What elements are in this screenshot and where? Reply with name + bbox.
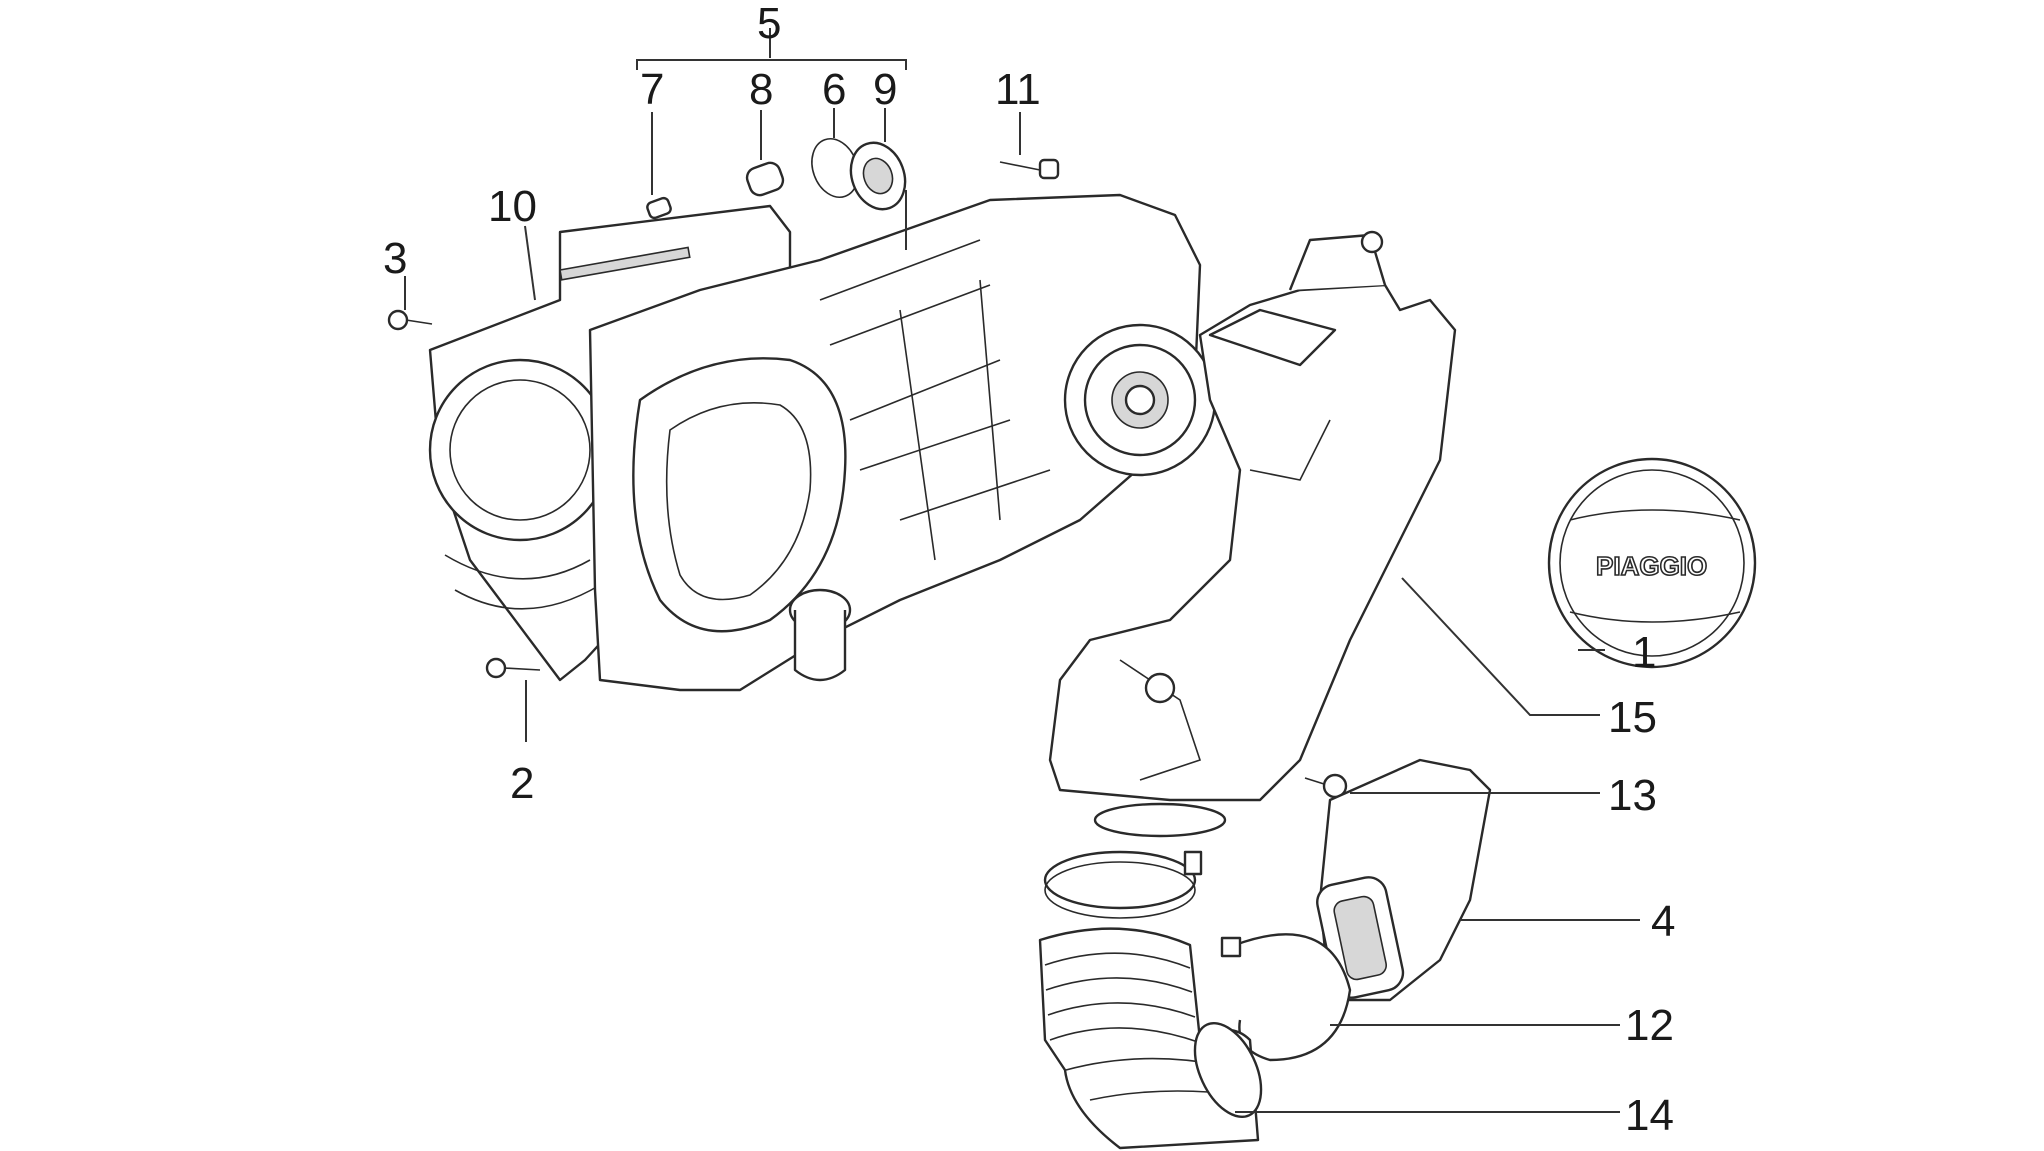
part-screw-13 — [1304, 773, 1348, 799]
callout-9: 9 — [873, 65, 897, 114]
part-screw-11 — [999, 158, 1060, 180]
part-bushing-8 — [745, 161, 785, 197]
callout-15: 15 — [1608, 693, 1657, 742]
callout-labels: 1 2 3 4 5 6 7 8 9 10 11 12 13 14 15 — [383, 0, 1675, 1140]
callout-6: 6 — [822, 65, 846, 114]
callout-13: 13 — [1608, 771, 1657, 820]
part-flex-hose — [1038, 927, 1263, 1150]
callout-10: 10 — [488, 182, 537, 231]
part-piaggio-cover: PIAGGIO — [1547, 457, 1757, 669]
callout-3: 3 — [383, 234, 407, 283]
leader-lines — [404, 28, 1640, 1113]
callout-1: 1 — [1632, 628, 1656, 677]
callout-12: 12 — [1625, 1001, 1674, 1050]
callout-8: 8 — [749, 65, 773, 114]
callout-7: 7 — [640, 65, 664, 114]
callout-5: 5 — [757, 0, 781, 48]
callout-11: 11 — [995, 65, 1041, 114]
callout-14: 14 — [1625, 1091, 1674, 1140]
part-air-duct — [1048, 230, 1457, 838]
part-pin-7 — [646, 196, 672, 220]
piaggio-logo-text: PIAGGIO — [1596, 551, 1707, 581]
part-clamp-upper — [1043, 850, 1203, 919]
part-duct-housing — [1316, 758, 1492, 1002]
callout-4: 4 — [1651, 897, 1675, 946]
part-crankcase-cover — [588, 193, 1217, 692]
part-bearing-9 — [849, 141, 907, 211]
part-screw-2 — [485, 657, 541, 679]
part-screw-3 — [387, 309, 433, 331]
callout-2: 2 — [510, 759, 534, 808]
